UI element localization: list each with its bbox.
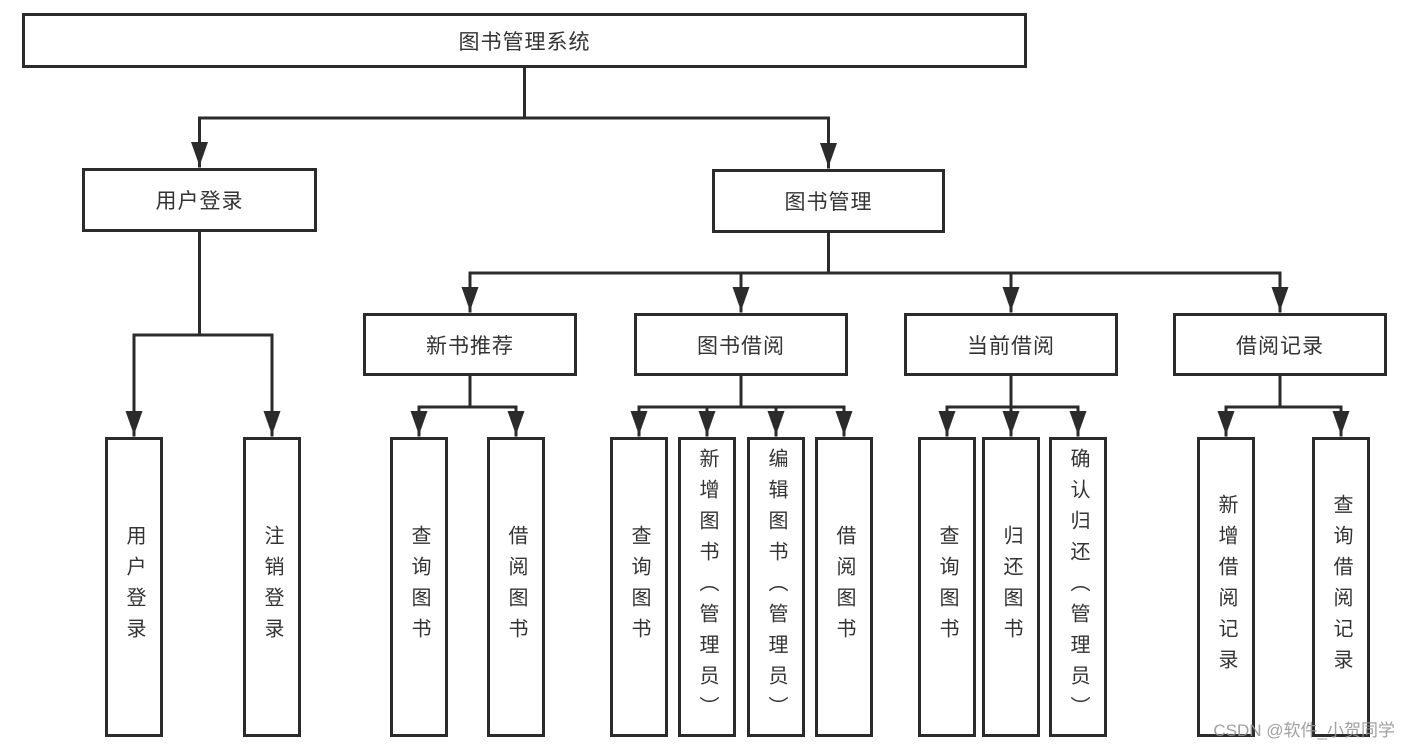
leaf-query-books-borrowing: 查询图书 [610, 437, 668, 737]
node-label: 查询图书 [628, 525, 650, 649]
node-label: 查询借阅记录 [1330, 494, 1352, 680]
node-label: 用户登录 [123, 525, 145, 649]
node-label: 图书借阅 [697, 334, 785, 358]
node-label: 当前借阅 [967, 334, 1055, 358]
leaf-query-books-recommendation: 查询图书 [390, 437, 448, 737]
leaf-query-borrow-record: 查询借阅记录 [1312, 437, 1370, 737]
node-book-borrowing: 图书借阅 [634, 313, 848, 376]
node-label: 图书管理系统 [458, 30, 591, 54]
node-label: 用户登录 [155, 190, 244, 213]
node-book-management: 图书管理 [712, 169, 945, 233]
node-label: 确认归还（管理员） [1067, 447, 1089, 727]
node-label: 新书推荐 [426, 334, 514, 358]
node-label: 借阅记录 [1236, 334, 1324, 358]
node-new-book-recommendation: 新书推荐 [363, 313, 577, 376]
node-label: 归还图书 [1000, 525, 1022, 649]
node-label: 图书管理 [784, 191, 873, 214]
node-current-borrowing: 当前借阅 [904, 313, 1118, 376]
leaf-return-books: 归还图书 [982, 437, 1040, 737]
node-borrowing-records: 借阅记录 [1173, 313, 1387, 376]
leaf-user-login: 用户登录 [105, 437, 163, 737]
leaf-borrow-books-recommendation: 借阅图书 [487, 437, 545, 737]
leaf-logout: 注销登录 [243, 437, 301, 737]
node-label: 编辑图书（管理员） [765, 447, 787, 727]
node-label: 查询图书 [408, 525, 430, 649]
leaf-add-book-admin: 新增图书（管理员） [678, 437, 736, 737]
node-label: 借阅图书 [833, 525, 855, 649]
leaf-confirm-return-admin: 确认归还（管理员） [1049, 437, 1107, 737]
node-label: 查询图书 [936, 525, 958, 649]
node-label: 新增借阅记录 [1215, 494, 1237, 680]
node-label: 新增图书（管理员） [696, 447, 718, 727]
node-library-management-system: 图书管理系统 [22, 13, 1027, 68]
node-label: 借阅图书 [505, 525, 527, 649]
watermark: CSDN @软件_小贺同学 [1213, 721, 1395, 740]
leaf-query-books-current: 查询图书 [918, 437, 976, 737]
leaf-edit-book-admin: 编辑图书（管理员） [747, 437, 805, 737]
node-user-login: 用户登录 [82, 168, 317, 232]
node-label: 注销登录 [261, 525, 283, 649]
leaf-borrow-books-borrowing: 借阅图书 [815, 437, 873, 737]
leaf-add-borrow-record: 新增借阅记录 [1197, 437, 1255, 737]
